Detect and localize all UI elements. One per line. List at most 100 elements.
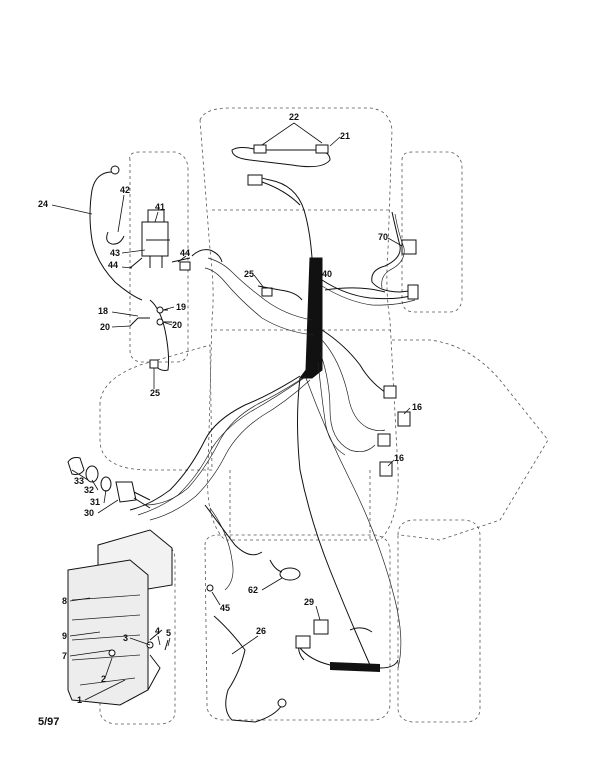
bezel-32 bbox=[85, 465, 99, 483]
callout-2: 2 bbox=[101, 674, 106, 684]
callout-43: 43 bbox=[110, 248, 120, 258]
callout-25-right: 25 bbox=[244, 269, 254, 279]
cable-42 bbox=[106, 231, 125, 245]
callout-19: 19 bbox=[176, 302, 186, 312]
callout-26: 26 bbox=[256, 626, 266, 636]
solenoid-bracket bbox=[147, 209, 165, 223]
terminal-19 bbox=[156, 306, 164, 314]
ignition-switch bbox=[67, 457, 151, 509]
rear-left-wheel-outline bbox=[129, 151, 189, 363]
callout-16-upper: 16 bbox=[412, 402, 422, 412]
coil-loom bbox=[330, 662, 380, 672]
terminal-45 bbox=[206, 584, 214, 592]
deck-left-outline bbox=[99, 344, 213, 471]
callout-45: 45 bbox=[220, 603, 230, 613]
callout-62: 62 bbox=[248, 585, 258, 595]
plug-62-lead bbox=[269, 559, 283, 573]
harness-to-right-rear-b bbox=[321, 285, 416, 306]
harness-70-b bbox=[381, 213, 405, 289]
switch-30-leads bbox=[133, 491, 151, 509]
callout-40: 40 bbox=[322, 269, 332, 279]
harness-to-left-connector-b bbox=[204, 267, 315, 336]
right-rear-wiring bbox=[257, 211, 419, 301]
callout-9: 9 bbox=[62, 631, 67, 641]
callout-30: 30 bbox=[84, 508, 94, 518]
wire-to-62-b bbox=[209, 507, 234, 591]
leader-lines bbox=[51, 122, 411, 701]
harness-to-front-bundle-c bbox=[144, 375, 307, 506]
engine-sensor bbox=[108, 649, 116, 657]
engine-block bbox=[67, 529, 173, 706]
harness-to-coil-bottom bbox=[297, 377, 371, 666]
callout-22: 22 bbox=[289, 112, 299, 122]
dash-harness bbox=[231, 144, 331, 206]
harness-to-right-bundle-d bbox=[317, 361, 346, 456]
hood-outline bbox=[199, 107, 399, 541]
key-33 bbox=[67, 457, 85, 475]
harness-to-right-rear bbox=[321, 279, 411, 300]
connector-40 bbox=[407, 284, 419, 300]
connector-70 bbox=[401, 239, 417, 255]
wire-44-left bbox=[129, 257, 143, 269]
harness-to-front-bundle-d bbox=[149, 379, 311, 521]
fuse-holder bbox=[179, 261, 191, 271]
wire-25-right bbox=[257, 285, 303, 301]
wire-to-62 bbox=[204, 504, 263, 556]
harness-70 bbox=[371, 211, 419, 293]
callout-32: 32 bbox=[84, 485, 94, 495]
engine-wires bbox=[147, 629, 169, 691]
wire-40 bbox=[324, 287, 386, 293]
terminal-24-ring bbox=[110, 165, 120, 175]
callout-1: 1 bbox=[77, 695, 82, 705]
deck-right-outline bbox=[392, 339, 549, 541]
lower-wiring bbox=[204, 504, 399, 723]
harness-to-front-bundle bbox=[129, 375, 301, 511]
nut-31 bbox=[100, 476, 112, 492]
date-stamp: 5/97 bbox=[38, 716, 59, 728]
callout-3: 3 bbox=[123, 633, 128, 643]
callout-44-left: 44 bbox=[108, 260, 118, 270]
callout-70: 70 bbox=[378, 232, 388, 242]
connector-25-left bbox=[149, 359, 159, 369]
callout-44-right: 44 bbox=[180, 248, 190, 258]
callout-8: 8 bbox=[62, 596, 67, 606]
callout-24: 24 bbox=[38, 199, 48, 209]
callout-7: 7 bbox=[62, 651, 67, 661]
front-axle-outline bbox=[204, 534, 391, 721]
callout-4: 4 bbox=[155, 626, 160, 636]
callout-33: 33 bbox=[74, 476, 84, 486]
terminal-20 bbox=[156, 318, 164, 326]
wire-24-cable bbox=[89, 171, 143, 301]
switch-30 bbox=[115, 481, 137, 503]
harness-to-right-bundle bbox=[321, 329, 386, 393]
callout-20-left: 20 bbox=[100, 322, 110, 332]
callout-29: 29 bbox=[304, 597, 314, 607]
solenoid-to-harness bbox=[191, 249, 223, 263]
connector-coil bbox=[295, 635, 311, 649]
connector-25-right bbox=[261, 287, 273, 297]
connector-16-top-plug bbox=[383, 385, 397, 399]
callout-41: 41 bbox=[155, 202, 165, 212]
harness-loom bbox=[299, 257, 323, 379]
connector-22-left bbox=[253, 144, 267, 154]
callout-21: 21 bbox=[340, 131, 350, 141]
dash-feed bbox=[261, 181, 301, 206]
coil-return bbox=[349, 627, 373, 633]
engine-body bbox=[67, 559, 149, 706]
callout-42: 42 bbox=[120, 185, 130, 195]
solenoid-body bbox=[141, 221, 169, 257]
connector-16-upper bbox=[397, 411, 411, 427]
solenoid-mount bbox=[146, 239, 170, 268]
harness-to-right-bundle-b bbox=[321, 339, 386, 432]
connector-dash-plug bbox=[247, 174, 263, 186]
connector-22-right bbox=[315, 144, 329, 154]
dash-loop bbox=[231, 147, 331, 168]
rear-right-wheel-outline bbox=[401, 151, 463, 313]
harness-to-front-bundle-b bbox=[137, 377, 305, 516]
plug-62 bbox=[279, 567, 301, 581]
connector-29 bbox=[313, 619, 329, 635]
main-harness bbox=[129, 174, 416, 669]
callout-20-right: 20 bbox=[172, 320, 182, 330]
harness-to-coil-bottom-b bbox=[305, 377, 402, 669]
